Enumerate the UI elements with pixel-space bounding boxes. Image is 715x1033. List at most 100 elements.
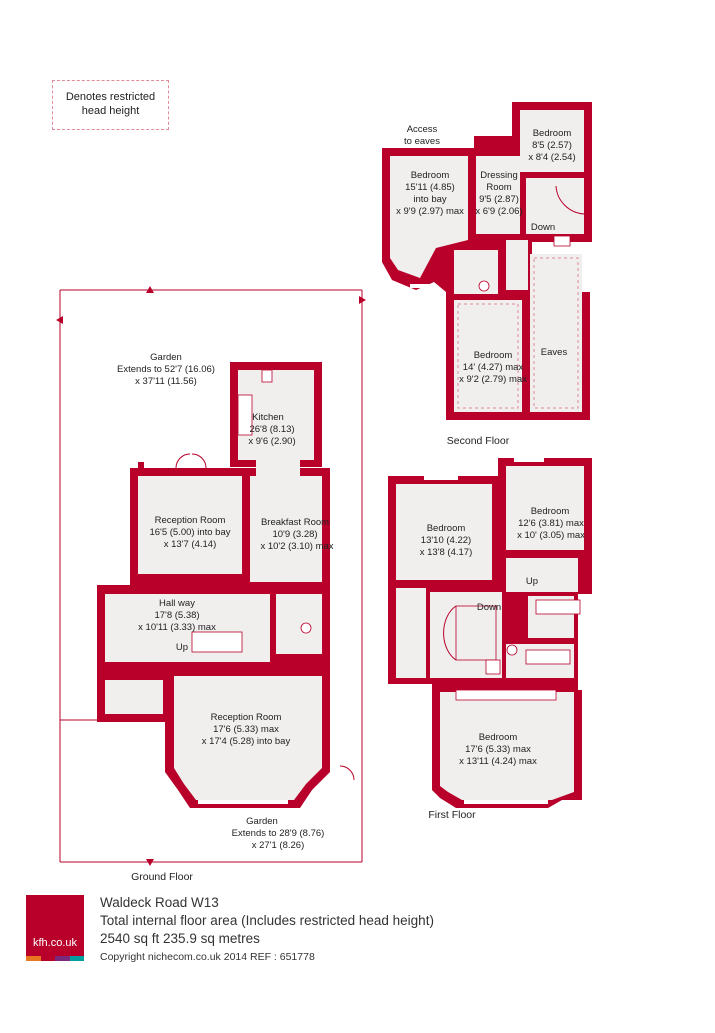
- door-swing: [339, 765, 355, 781]
- property-info: Waldeck Road W13 Total internal floor ar…: [100, 894, 520, 966]
- eaves-floor: [530, 254, 582, 412]
- logo-bar-orange: [26, 956, 41, 961]
- ff-bedroom-3-dim-1: 17'6 (5.33) max: [465, 744, 531, 755]
- ff-bedroom-3-name: Bedroom: [479, 732, 518, 743]
- curved-staircase: [443, 605, 457, 661]
- ground-stairs-up: Up: [176, 642, 188, 653]
- logo-bar-red: [40, 956, 55, 961]
- kitchen-sink: [261, 369, 273, 383]
- bedroom-restricted-zone: [457, 303, 519, 409]
- box-bedroom-floor: [520, 110, 584, 172]
- ff-bedroom-3-floor: [440, 692, 574, 800]
- ensuite-floor: [454, 250, 498, 294]
- spiral-stair: [555, 185, 585, 215]
- hallway-dim-2: x 10'11 (3.33) max: [138, 622, 216, 633]
- restricted-height-legend-box: [52, 80, 169, 130]
- dressing-room-dim-1: 9'5 (2.87): [479, 194, 519, 205]
- eaves-label: Eaves: [541, 347, 568, 358]
- legend-line-2: head height: [81, 105, 140, 117]
- sf-bedroom-1-dim-1: 15'11 (4.85): [405, 182, 455, 193]
- chimney-breast: [496, 516, 504, 546]
- ff-bedroom-1-dim-1: 13'10 (4.22): [421, 535, 471, 546]
- ff-toilet: [506, 644, 518, 656]
- bath-basin: [553, 235, 571, 247]
- staircase: [191, 631, 243, 653]
- logo-bar-purple: [55, 956, 70, 961]
- breakfast-room-dim-2: x 10'2 (3.10) max: [260, 541, 333, 552]
- ff-bedroom-1-name: Bedroom: [427, 523, 466, 534]
- rear-reception-floor: [138, 476, 242, 574]
- arrow-icon: [146, 286, 154, 293]
- ff-bedroom-1-dim-2: x 13'8 (4.17): [420, 547, 473, 558]
- access-eaves-line-1: Access: [407, 124, 438, 135]
- front-garden-name: Garden: [246, 816, 278, 827]
- sf-stairs-down: Down: [531, 222, 555, 233]
- ff-bedroom-1-floor: [396, 484, 492, 580]
- eaves-restricted-zone: [533, 257, 579, 409]
- window: [514, 458, 544, 462]
- bay-window: [410, 284, 430, 288]
- dressing-room-dim-2: x 6'9 (2.06): [475, 206, 522, 217]
- french-doors: [176, 434, 206, 438]
- sf-bedroom-2-dim-1: 8'5 (2.57): [532, 140, 572, 151]
- copyright: Copyright nichecom.co.uk 2014 REF : 6517…: [100, 951, 315, 963]
- door-swing: [191, 453, 207, 469]
- ff-stairs-up: Up: [526, 576, 538, 587]
- second-landing-floor: [526, 178, 584, 234]
- kitchen-dim-2: x 9'6 (2.90): [248, 436, 295, 447]
- ff-bedroom-2-name: Bedroom: [531, 506, 570, 517]
- restricted-height-legend: Denotes restricted head height: [52, 90, 169, 118]
- sf-bedroom-1-name: Bedroom: [411, 170, 450, 181]
- staircase: [455, 605, 497, 661]
- dressing-room-floor: [476, 156, 520, 234]
- ff-bedroom-2-dim-2: x 10' (3.05) max: [517, 530, 585, 541]
- front-garden-dim-1: Extends to 28'9 (8.76): [232, 828, 325, 839]
- rear-reception-dim-2: x 13'7 (4.14): [164, 539, 217, 550]
- hallway-name: Hall way: [159, 598, 195, 609]
- ff-bedroom-1-bay: [396, 588, 426, 678]
- bay-window: [198, 800, 288, 804]
- bay-window: [464, 800, 548, 804]
- front-reception-dim-2: x 17'4 (5.28) into bay: [202, 736, 291, 747]
- rear-reception-dim-1: 16'5 (5.00) into bay: [149, 527, 230, 538]
- floor-area: 2540 sq ft 235.9 sq metres: [100, 931, 260, 946]
- arrow-icon: [359, 296, 366, 304]
- sf-bedroom-3-name: Bedroom: [474, 350, 513, 361]
- access-eaves-line-2: to eaves: [404, 136, 440, 147]
- sf-bedroom-1-dim-2: into bay: [413, 194, 447, 205]
- ff-bath: [535, 599, 581, 615]
- ff-bedroom-2-dim-1: 12'6 (3.81) max: [518, 518, 584, 529]
- arrow-icon: [402, 148, 410, 154]
- front-reception-name: Reception Room: [211, 712, 282, 723]
- front-garden-dim-2: x 27'1 (8.26): [252, 840, 305, 851]
- sf-bedroom-3-dim-2: x 9'2 (2.79) max: [459, 374, 527, 385]
- ff-upper-landing: [506, 558, 578, 592]
- first-floor-label: First Floor: [428, 809, 476, 821]
- logo-bar-teal: [69, 956, 84, 961]
- hallway-dim-1: 17'8 (5.38): [154, 610, 199, 621]
- sf-bedroom-2-name: Bedroom: [533, 128, 572, 139]
- kfh-logo: kfh.co.uk: [26, 895, 84, 961]
- breakfast-room-floor: [250, 476, 322, 582]
- ensuite-toilet: [478, 280, 490, 292]
- dressing-room-name: Dressing: [480, 170, 518, 181]
- gate-post: [138, 462, 144, 468]
- ground-floor-plan: Garden Extends to 52'7 (16.06) x 37'11 (…: [56, 286, 366, 883]
- ground-floor-label: Ground Floor: [131, 871, 193, 883]
- second-corridor-floor: [506, 240, 528, 290]
- ff-stairs-down: Down: [477, 602, 501, 613]
- arrow-icon: [56, 316, 63, 324]
- door-swing: [175, 453, 191, 469]
- rear-garden-dim-2: x 37'11 (11.56): [135, 376, 197, 387]
- ff-bath-2: [525, 649, 571, 665]
- wc-floor: [276, 594, 322, 654]
- rear-garden-name: Garden: [150, 352, 182, 363]
- front-reception-dim-1: 17'6 (5.33) max: [213, 724, 279, 735]
- arrow-icon: [146, 859, 154, 866]
- rear-reception-name: Reception Room: [155, 515, 226, 526]
- ff-bedroom-3-dim-2: x 13'11 (4.24) max: [459, 756, 537, 767]
- window: [424, 476, 458, 480]
- kitchen-dim-1: 26'8 (8.13): [249, 424, 294, 435]
- sf-bedroom-2-dim-2: x 8'4 (2.54): [528, 152, 575, 163]
